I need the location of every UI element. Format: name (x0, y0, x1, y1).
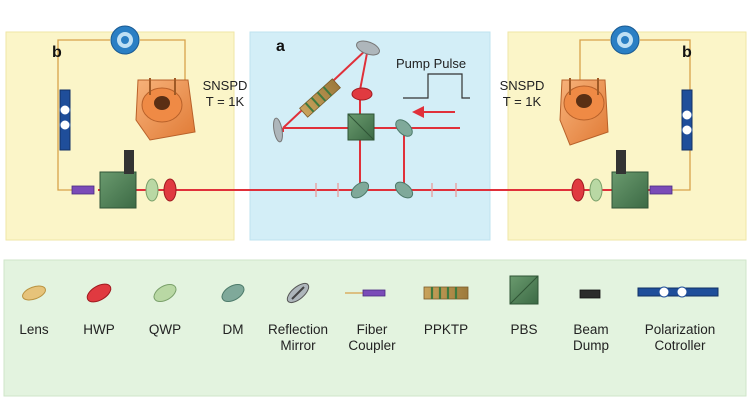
left-fiber-coupler (71, 185, 95, 195)
lens-icon (22, 285, 46, 301)
left-qwp (145, 178, 159, 202)
beam-plates (315, 183, 457, 197)
right-pbs (611, 150, 649, 209)
right-qwp (589, 178, 603, 202)
panel-label-a: a (276, 38, 285, 55)
panel-label-b-left: b (52, 44, 62, 61)
legend-panel (3, 259, 747, 397)
snspd-right-name: SNSPD (499, 78, 545, 93)
right-fiber-coupler (649, 185, 673, 195)
right-polarization-controller (681, 89, 693, 151)
legend-label-lens: Lens (19, 322, 49, 337)
fiber-coupler-icon (345, 289, 386, 297)
snspd-left-temp: T = 1K (205, 94, 245, 109)
panel-label-b-right: b (682, 44, 692, 61)
polarization-controller-icon (637, 286, 719, 298)
panel-right (507, 31, 747, 241)
snspd-left-name: SNSPD (202, 78, 248, 93)
right-hwp (571, 178, 585, 202)
mirror-left (273, 117, 283, 143)
hwp-icon (86, 283, 112, 303)
left-fiber-spool (110, 25, 140, 55)
legend-label-beam-dump: Beam Dump (572, 322, 610, 353)
legend-label-polarization-controller: Polarization Cotroller (644, 322, 716, 353)
dm-bottom-right (394, 181, 414, 199)
beam-dump-icon (579, 289, 601, 299)
right-snspd-cryostat (559, 78, 609, 146)
mirror-top (356, 40, 380, 56)
left-pbs (99, 150, 137, 209)
left-polarization-controller (59, 89, 71, 151)
left-hwp (163, 178, 177, 202)
pump-arrow (412, 106, 455, 118)
pbs-icon (509, 275, 539, 305)
dm-bottom-left (350, 181, 370, 199)
panel-left (5, 31, 235, 241)
hwp-center (351, 87, 373, 101)
mirror-right-top (395, 119, 413, 137)
legend-label-ppktp: PPKTP (423, 322, 469, 337)
ppktp-crystal (299, 78, 341, 118)
pbs-center (347, 113, 375, 141)
snspd-right-temp: T = 1K (502, 94, 542, 109)
snspd-right-label: SNSPD T = 1K (493, 78, 551, 110)
legend-label-dm: DM (222, 322, 244, 337)
legend-label-pbs: PBS (510, 322, 538, 337)
pump-pulse-label: Pump Pulse (396, 56, 467, 71)
pump-pulse-shape (403, 73, 470, 99)
left-snspd-cryostat (135, 78, 196, 141)
legend-label-hwp: HWP (83, 322, 115, 337)
ppktp-icon (423, 286, 469, 300)
dm-icon (221, 283, 245, 303)
snspd-left-label: SNSPD T = 1K (196, 78, 254, 110)
qwp-icon (153, 283, 177, 303)
legend-label-mirror: Reflection Mirror (267, 322, 329, 353)
right-fiber-spool (610, 25, 640, 55)
legend-label-fiber-coupler: Fiber Coupler (348, 322, 396, 353)
legend-label-qwp: QWP (148, 322, 182, 337)
mirror-icon (286, 282, 310, 304)
